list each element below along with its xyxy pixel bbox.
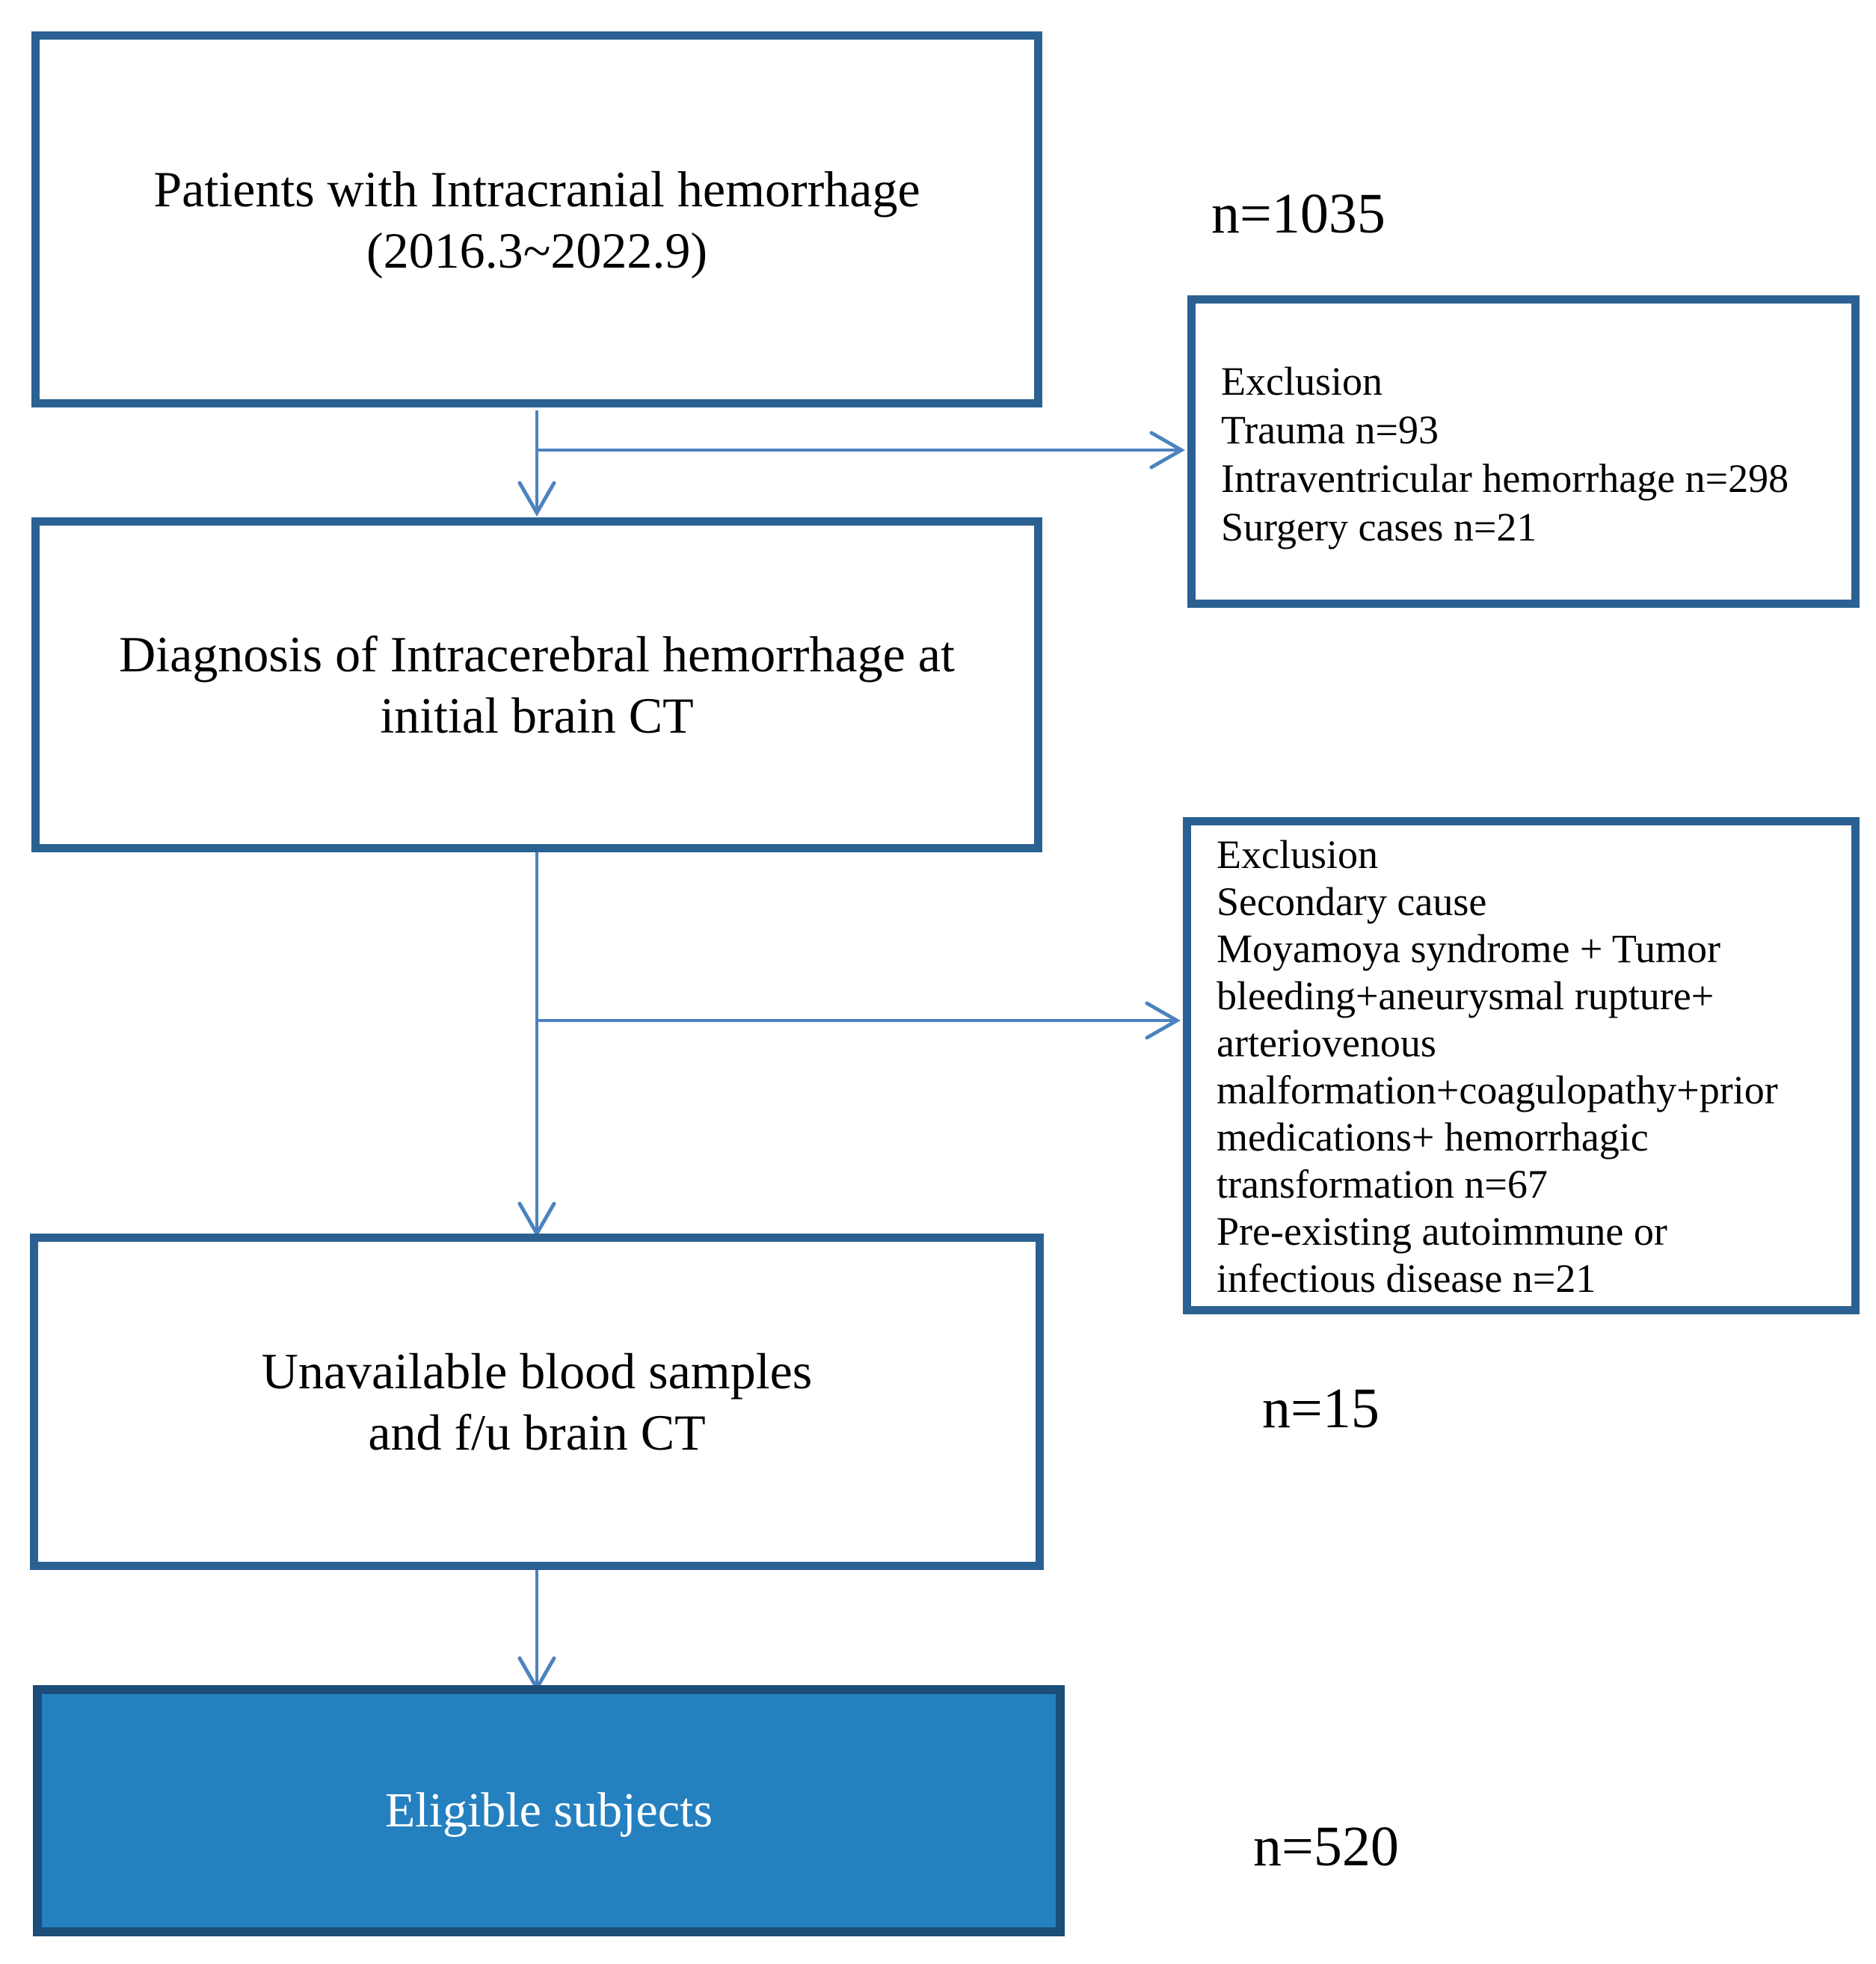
node-text-line: and f/u brain CT [368, 1404, 706, 1461]
count-eligible: n=520 [1253, 1815, 1399, 1878]
node-text-line: Eligible subjects [384, 1783, 713, 1838]
node-eligible: Eligible subjects [33, 1685, 1065, 1936]
node-unavailable: Unavailable blood samples and f/u brain … [30, 1234, 1044, 1570]
node-text-line: infectious disease n=21 [1217, 1256, 1596, 1301]
node-diagnosis: Diagnosis of Intracerebral hemorrhage at… [31, 517, 1042, 852]
node-text-line: Exclusion [1221, 359, 1383, 404]
arrow-to-exclusion1-head [1149, 431, 1186, 470]
node-text-line: medications+ hemorrhagic [1217, 1115, 1649, 1160]
node-text-line: malformation+coagulopathy+prior [1217, 1068, 1778, 1112]
arrow-unavailable-to-eligible-head [517, 1656, 556, 1693]
arrow-to-exclusion2-head [1145, 1001, 1181, 1040]
node-initial-cohort: Patients with Intracranial hemorrhage (2… [31, 31, 1042, 407]
node-text-line: Surgery cases n=21 [1221, 505, 1537, 550]
arrow-initial-to-diagnosis-head [517, 481, 556, 517]
node-text-line: Secondary cause [1217, 879, 1487, 924]
node-text-line: transformation n=67 [1217, 1162, 1548, 1207]
node-text-line: Moyamoya syndrome + Tumor [1217, 926, 1720, 971]
node-exclusion-2: Exclusion Secondary cause Moyamoya syndr… [1183, 817, 1860, 1314]
arrow-diagnosis-to-unavailable-head [517, 1201, 556, 1238]
node-text-line: arteriovenous [1217, 1021, 1436, 1065]
node-exclusion-1: Exclusion Trauma n=93 Intraventricular h… [1187, 295, 1860, 608]
node-text-line: Unavailable blood samples [261, 1343, 813, 1400]
node-text-line: Trauma n=93 [1221, 407, 1439, 452]
node-text-line: Pre-existing autoimmune or [1217, 1209, 1667, 1254]
node-text-line: bleeding+aneurysmal rupture+ [1217, 973, 1714, 1018]
node-text-line: initial brain CT [380, 687, 694, 744]
node-text-line: Exclusion [1217, 832, 1378, 877]
count-initial: n=1035 [1211, 182, 1386, 245]
count-unavailable: n=15 [1262, 1377, 1380, 1440]
node-text-line: (2016.3~2022.9) [366, 221, 708, 279]
node-text-line: Intraventricular hemorrhage n=298 [1221, 456, 1789, 501]
node-text-line: Diagnosis of Intracerebral hemorrhage at [119, 626, 955, 683]
node-text-line: Patients with Intracranial hemorrhage [153, 160, 920, 218]
